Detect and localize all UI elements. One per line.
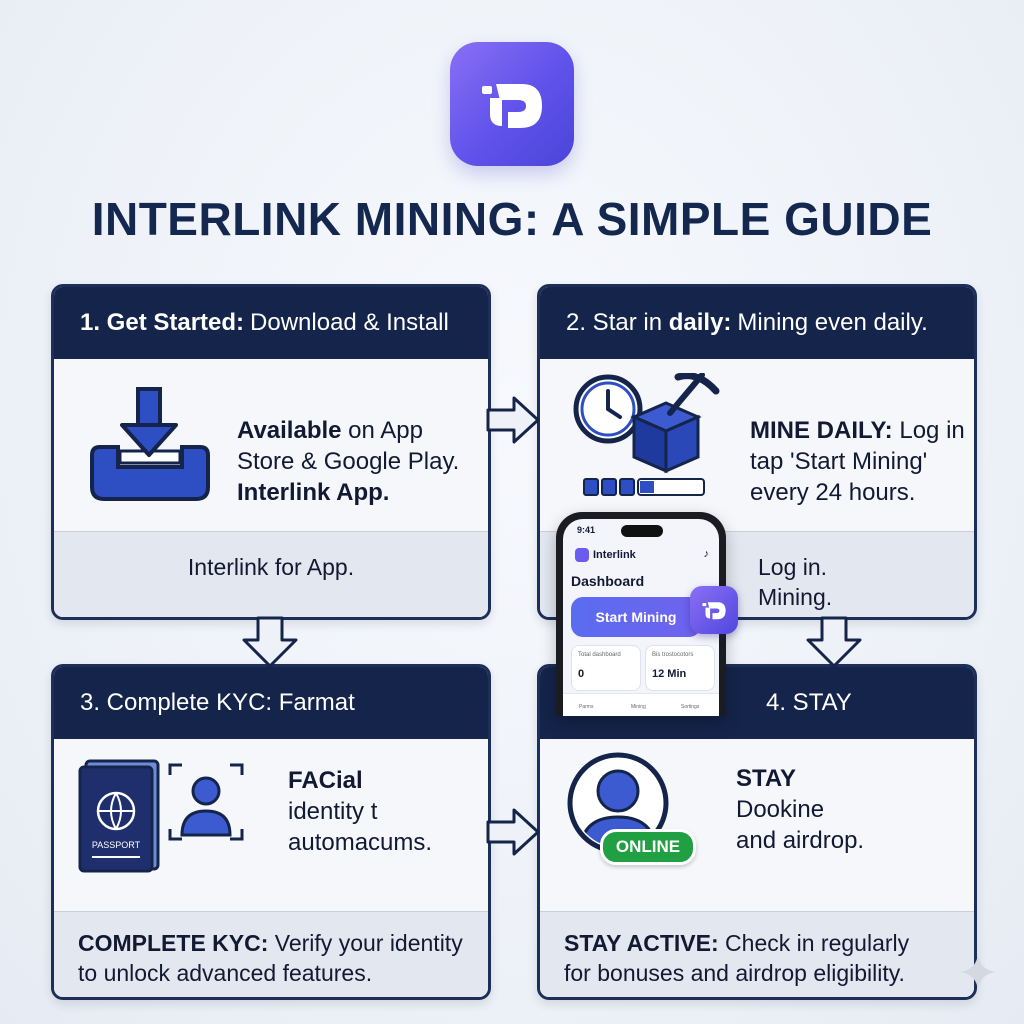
footer-line: to unlock advanced features. bbox=[78, 960, 373, 986]
footer-line: Mining. bbox=[758, 584, 833, 610]
start-mining-button[interactable]: Start Mining bbox=[571, 597, 701, 637]
passport-face-scan-icon: PASSPORT bbox=[78, 759, 244, 873]
body-line: automacums. bbox=[288, 829, 433, 856]
interlink-logo-icon bbox=[450, 42, 574, 166]
step-card-daily-mining: 2. Star in daily: Mining even daily. MIN… bbox=[537, 284, 977, 620]
stat-label: Bis trostocotors bbox=[652, 652, 694, 658]
stat-card: Bis trostocotors 12 Min bbox=[645, 645, 715, 691]
phone-notch bbox=[621, 525, 663, 537]
card-body: MINE DAILY: Log in tap 'Start Mining' ev… bbox=[540, 359, 974, 531]
stat-value: 12 Min bbox=[652, 668, 687, 680]
footer-line: Log in. bbox=[758, 554, 828, 580]
body-line: Store & Google Play. bbox=[237, 448, 460, 475]
body-line: and airdrop. bbox=[736, 827, 865, 854]
body-bold: Interlink App. bbox=[237, 479, 390, 506]
nav-item-mining[interactable]: Mining bbox=[631, 704, 646, 710]
footer-line: for bonuses and airdrop eligibility. bbox=[564, 960, 905, 986]
card-body-text: STAY Dookine and airdrop. bbox=[736, 763, 864, 856]
card-footer: Interlink for App. bbox=[54, 531, 488, 617]
card-footer: STAY ACTIVE: Check in regularly for bonu… bbox=[540, 911, 974, 997]
phone-dashboard-title: Dashboard bbox=[571, 573, 645, 589]
phone-time: 9:41 bbox=[577, 525, 596, 535]
bell-icon[interactable]: ♪ bbox=[703, 548, 710, 560]
header-bold: daily: bbox=[668, 309, 732, 336]
arrow-down-icon bbox=[242, 616, 298, 668]
arrow-right-icon bbox=[486, 808, 540, 856]
step-card-kyc: 3. Complete KYC: Farmat PASSPORT FACial … bbox=[51, 664, 491, 1000]
phone-app-name: Interlink bbox=[593, 549, 636, 561]
card-body-text: MINE DAILY: Log in tap 'Start Mining' ev… bbox=[750, 415, 965, 508]
body-line: tap 'Start Mining' bbox=[750, 448, 928, 475]
clock-pickaxe-icon bbox=[573, 373, 720, 496]
header-text: Mining even daily. bbox=[737, 309, 928, 336]
stat-value: 0 bbox=[578, 668, 585, 680]
card-body-text: Available on App Store & Google Play. In… bbox=[237, 415, 459, 508]
body-bold: MINE DAILY: bbox=[750, 417, 893, 444]
footer-text: STAY ACTIVE: Check in regularly for bonu… bbox=[564, 928, 909, 988]
body-line: identity t bbox=[288, 798, 378, 825]
body-bold: FACial bbox=[288, 767, 363, 794]
interlink-badge-icon bbox=[690, 586, 738, 634]
footer-text: Interlink for App. bbox=[187, 554, 355, 580]
footer-bold: STAY ACTIVE: bbox=[564, 930, 719, 956]
footer-line: Check in regularly bbox=[725, 930, 910, 956]
stat-card: Total dashboard 0 bbox=[571, 645, 641, 691]
phone-mockup: 9:41 Interlink ♪ Dashboard Start Mining … bbox=[556, 512, 726, 716]
footer-line: Verify your identity bbox=[274, 930, 463, 956]
card-body: STAY Dookine and airdrop. bbox=[540, 739, 974, 911]
header-text: 2. Star in bbox=[566, 309, 663, 336]
header-text: Download & Install bbox=[250, 309, 449, 336]
footer-bold: COMPLETE KYC: bbox=[78, 930, 269, 956]
card-header: 3. Complete KYC: Farmat bbox=[54, 667, 488, 739]
passport-label: PASSPORT bbox=[92, 840, 141, 850]
page-title: INTERLINK MINING: A SIMPLE GUIDE bbox=[91, 193, 933, 245]
online-status-badge: ONLINE bbox=[600, 829, 696, 865]
header-bold: 1. Get Started: bbox=[80, 309, 245, 336]
body-line: on App bbox=[348, 417, 423, 444]
step-card-download: 1. Get Started: Download & Install Avail… bbox=[51, 284, 491, 620]
footer-text: COMPLETE KYC: Verify your identity to un… bbox=[78, 928, 463, 988]
download-icon bbox=[90, 387, 210, 501]
card-body: Available on App Store & Google Play. In… bbox=[54, 359, 488, 531]
card-body: PASSPORT FACial identity t automacums. bbox=[54, 739, 488, 911]
stat-label: Total dashboard bbox=[578, 652, 621, 658]
nav-item-home[interactable]: Parms bbox=[579, 704, 594, 710]
app-logo-icon bbox=[575, 548, 589, 562]
card-header: 1. Get Started: Download & Install bbox=[54, 287, 488, 359]
arrow-down-icon bbox=[806, 616, 862, 668]
footer-text: Log in. Mining. bbox=[758, 552, 832, 612]
card-header: 2. Star in daily: Mining even daily. bbox=[540, 287, 974, 359]
header-text: 4. STAY bbox=[766, 689, 852, 716]
body-line: every 24 hours. bbox=[750, 479, 916, 506]
arrow-right-icon bbox=[486, 396, 540, 444]
body-line: Dookine bbox=[736, 796, 825, 823]
phone-bottom-nav: Parms Mining Sortings bbox=[563, 693, 719, 716]
card-body-text: FACial identity t automacums. bbox=[288, 765, 432, 858]
body-bold: STAY bbox=[736, 765, 797, 792]
sparkle-icon bbox=[960, 954, 996, 990]
header-text: 3. Complete KYC: Farmat bbox=[80, 689, 355, 716]
body-bold: Available bbox=[237, 417, 342, 444]
nav-item-settings[interactable]: Sortings bbox=[681, 704, 700, 710]
card-footer: COMPLETE KYC: Verify your identity to un… bbox=[54, 911, 488, 997]
phone-screen: 9:41 Interlink ♪ Dashboard Start Mining … bbox=[563, 519, 719, 716]
step-card-stay-active: 4. STAY STAY Dookine and airdrop. STAY A… bbox=[537, 664, 977, 1000]
body-line: Log in bbox=[899, 417, 965, 444]
